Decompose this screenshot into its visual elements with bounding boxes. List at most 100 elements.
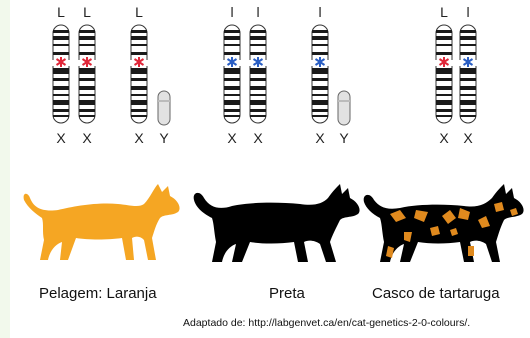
chromosome-band bbox=[224, 68, 240, 74]
chromosome-band bbox=[460, 86, 476, 90]
chromosome-band bbox=[131, 115, 147, 117]
allele-label: l bbox=[313, 4, 327, 20]
chromosome-band bbox=[250, 94, 266, 96]
chromosome-band bbox=[460, 94, 476, 96]
chromosome-band bbox=[460, 44, 476, 46]
chromosome-band bbox=[250, 44, 266, 46]
chromosome-band bbox=[436, 115, 452, 117]
chromosome-band bbox=[131, 36, 147, 40]
chromosome-band bbox=[79, 36, 95, 40]
sex-chromosome-label: Y bbox=[157, 130, 171, 146]
chromosome-band bbox=[224, 86, 240, 90]
chromosome-band bbox=[53, 100, 69, 105]
chromosome-band bbox=[131, 78, 147, 81]
chromosome-band bbox=[312, 94, 328, 96]
tortoiseshell-cat-silhouette bbox=[360, 180, 530, 270]
sex-chromosome-label: X bbox=[437, 130, 451, 146]
chromosome-band bbox=[460, 30, 476, 33]
chromosome-band bbox=[131, 94, 147, 96]
chromosome-band bbox=[312, 52, 328, 55]
chromosome-band bbox=[53, 78, 69, 81]
chromosome-band bbox=[250, 68, 266, 74]
chromosome-band bbox=[53, 94, 69, 96]
chromosome-band bbox=[436, 30, 452, 33]
caption-tortoiseshell: Casco de tartaruga bbox=[372, 285, 500, 302]
chromosome-band bbox=[312, 44, 328, 46]
orange-cat-silhouette bbox=[18, 178, 188, 268]
chromosome-band bbox=[53, 86, 69, 90]
sex-chromosome-label: X bbox=[54, 130, 68, 146]
chromosome-band bbox=[79, 78, 95, 81]
chromosome-band bbox=[131, 109, 147, 112]
sex-chromosome-label: X bbox=[251, 130, 265, 146]
chromosome-band bbox=[79, 109, 95, 112]
chromosome-band bbox=[460, 109, 476, 112]
caption-black: Preta bbox=[269, 285, 305, 302]
sex-chromosome-label: X bbox=[313, 130, 327, 146]
chromosome-band bbox=[131, 52, 147, 55]
chromosome-band bbox=[250, 78, 266, 81]
allele-label: L bbox=[437, 4, 451, 20]
chromosome-band bbox=[312, 100, 328, 105]
chromosome-band bbox=[79, 30, 95, 33]
x-chromosome bbox=[248, 24, 268, 124]
chromosome-band bbox=[250, 86, 266, 90]
sex-chromosome-label: Y bbox=[337, 130, 351, 146]
chromosome-band bbox=[460, 52, 476, 55]
chromosome-band bbox=[312, 78, 328, 81]
chromosome-band bbox=[436, 100, 452, 105]
chromosome-band bbox=[53, 115, 69, 117]
chromosome-band bbox=[312, 36, 328, 40]
chromosome-band bbox=[224, 30, 240, 33]
chromosome-band bbox=[53, 52, 69, 55]
chromosome-band bbox=[131, 30, 147, 33]
chromosome-band bbox=[436, 68, 452, 74]
chromosome-band bbox=[224, 115, 240, 117]
chromosome-band bbox=[250, 109, 266, 112]
sex-chromosome-label: X bbox=[132, 130, 146, 146]
allele-label: L bbox=[54, 4, 68, 20]
chromosome-band bbox=[53, 44, 69, 46]
chromosome-band bbox=[131, 86, 147, 90]
caption-orange: Pelagem: Laranja bbox=[39, 285, 157, 302]
black-cat-silhouette bbox=[190, 180, 370, 270]
chromosome-band bbox=[460, 100, 476, 105]
chromosome-band bbox=[79, 68, 95, 74]
chromosome-band bbox=[436, 78, 452, 81]
chromosome-band bbox=[312, 86, 328, 90]
chromosome-band bbox=[436, 44, 452, 46]
chromosome-band bbox=[53, 68, 69, 74]
sex-chromosome-label: X bbox=[80, 130, 94, 146]
chromosome-band bbox=[79, 94, 95, 96]
chromosome-band bbox=[436, 109, 452, 112]
chromosome-band bbox=[224, 44, 240, 46]
x-chromosome bbox=[129, 24, 149, 124]
allele-label: L bbox=[80, 4, 94, 20]
chromosome-band bbox=[79, 86, 95, 90]
chromosome-band bbox=[224, 36, 240, 40]
chromosome-band bbox=[436, 94, 452, 96]
x-chromosome bbox=[77, 24, 97, 124]
chromosome-band bbox=[224, 94, 240, 96]
chromosome-band bbox=[250, 36, 266, 40]
chromosome-band bbox=[79, 100, 95, 105]
chromosome-band bbox=[436, 86, 452, 90]
chromosome-band bbox=[224, 100, 240, 105]
chromosome-band bbox=[53, 109, 69, 112]
x-chromosome bbox=[310, 24, 330, 124]
chromosome-band bbox=[312, 115, 328, 117]
chromosome-band bbox=[224, 109, 240, 112]
chromosome-band bbox=[79, 115, 95, 117]
y-chromosome bbox=[336, 90, 352, 126]
chromosome-band bbox=[79, 52, 95, 55]
allele-label: l bbox=[251, 4, 265, 20]
chromosome-band bbox=[224, 52, 240, 55]
chromosome-band bbox=[460, 68, 476, 74]
chromosome-band bbox=[250, 52, 266, 55]
allele-label: l bbox=[461, 4, 475, 20]
chromosome-band bbox=[250, 100, 266, 105]
x-chromosome bbox=[222, 24, 242, 124]
allele-label: l bbox=[225, 4, 239, 20]
chromosome-band bbox=[53, 36, 69, 40]
x-chromosome bbox=[434, 24, 454, 124]
